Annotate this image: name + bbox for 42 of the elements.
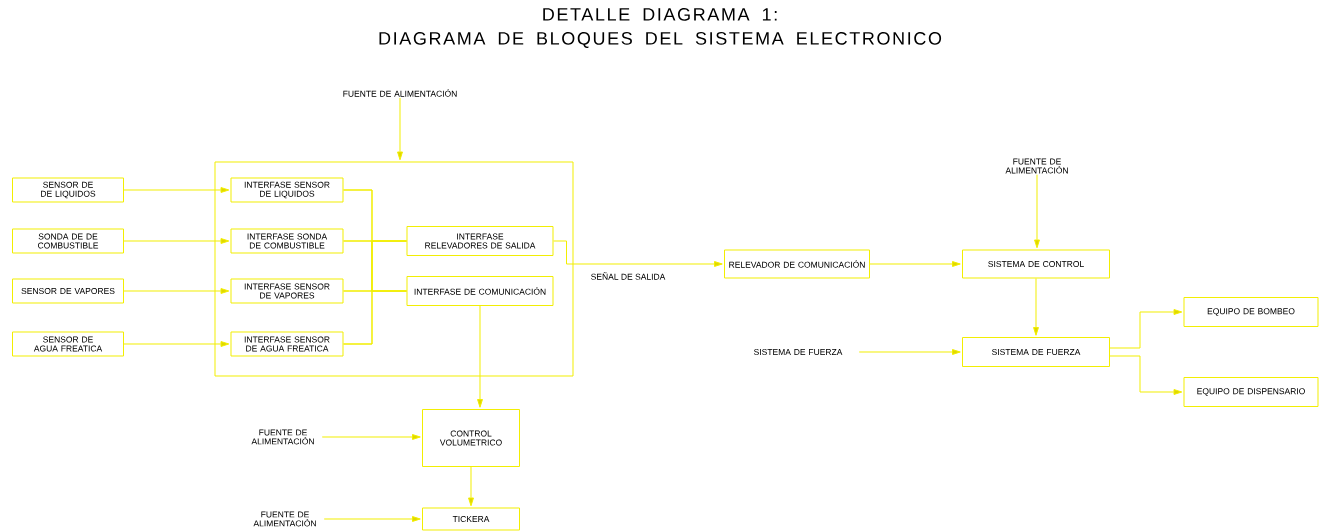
block-box: INTERFASE RELEVADORES DE SALIDA [406,226,554,256]
block-box: EQUIPO DE DISPENSARIO [1183,377,1319,407]
block-box: SENSOR DE DE LIQUIDOS [12,177,124,203]
block-box: INTERFASE SENSOR DE LIQUIDOS [230,177,344,203]
arrow [1109,309,1183,349]
source-label: FUENTE DE ALIMENTACIÓN [343,89,457,97]
arrow [477,305,483,408]
arrow [123,187,230,193]
block-box: INTERFASE SONDA DE COMBUSTIBLE [230,228,344,254]
source-label: SISTEMA DE FUERZA [754,349,843,355]
block-box: CONTROL VOLUMETRICO [422,409,520,467]
block-box: INTERFASE SENSOR DE VAPORES [230,278,344,304]
arrow [553,240,723,267]
arrow [321,434,421,440]
arrow [468,466,474,507]
arrow [869,261,961,267]
block-box: EQUIPO DE BOMBEO [1183,297,1319,327]
block-box: SISTEMA DE FUERZA [962,337,1110,367]
block-box: SISTEMA DE CONTROL [962,249,1110,279]
block-box: SONDA DE DE COMBUSTIBLE [12,228,124,254]
arrow [323,516,421,522]
arrow [397,97,403,161]
arrow [1034,174,1040,249]
bus-line [343,189,407,345]
arrow [858,349,961,355]
source-label: FUENTE DE ALIMENTACIÓN [1005,158,1068,174]
arrow [1109,355,1183,395]
source-label: FUENTE DE ALIMENTACIÓN [251,429,314,445]
block-box: TICKERA [422,507,520,531]
arrow [123,238,230,244]
block-box: INTERFASE DE COMUNICACIÓN [406,276,554,306]
enclosure-box [214,161,574,377]
title: DETALLE DIAGRAMA 1: DIAGRAMA DE BLOQUES DEL SISTEMA ELECTRONICO [379,8,942,48]
source-label: FUENTE DE ALIMENTACIÓN [253,511,316,527]
block-box: SENSOR DE VAPORES [12,278,124,304]
block-box: INTERFASE SENSOR DE AGUA FREATICA [230,331,344,357]
arrow [123,341,230,347]
arrow [1033,278,1039,336]
block-box: RELEVADOR DE COMUNICACIÓN [724,249,870,279]
edge-label: SEÑAL DE SALIDA [591,272,666,280]
arrow [123,288,230,294]
block-box: SENSOR DE AGUA FREATICA [12,331,124,357]
